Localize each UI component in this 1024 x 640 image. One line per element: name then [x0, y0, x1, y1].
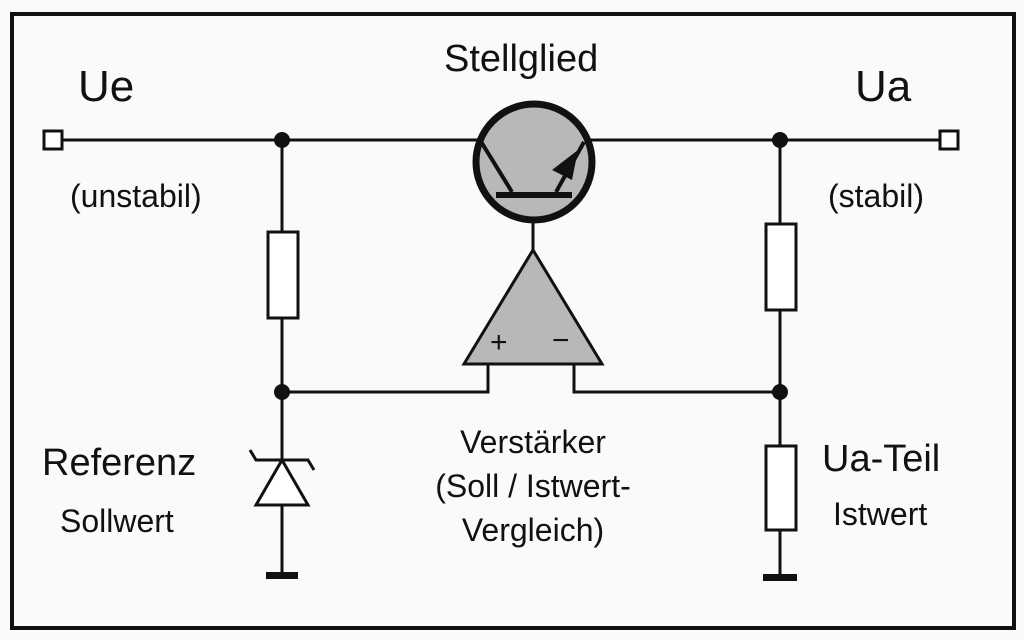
- sollwert-label: Sollwert: [60, 503, 174, 539]
- ua-teil-label: Ua-Teil: [822, 438, 941, 480]
- verstaerker-line-1: Verstärker: [460, 424, 606, 460]
- plus-input-wire: [282, 364, 490, 394]
- opamp-minus-sign: −: [552, 324, 570, 357]
- junction-dot: [274, 132, 290, 148]
- left-ground-symbol: [266, 572, 298, 579]
- transistor-circle: [472, 100, 596, 224]
- transistor-emitter-arrow: [552, 150, 578, 180]
- transistor-collector: [478, 138, 514, 194]
- opamp-triangle: [461, 247, 605, 366]
- referenz-label: Referenz: [42, 442, 197, 484]
- ue-note: (unstabil): [70, 178, 202, 214]
- ua-note: (stabil): [828, 178, 925, 214]
- verstaerker-line-2: (Soll / Istwert-: [435, 468, 631, 504]
- output-terminal: [938, 129, 960, 151]
- junction-dot: [772, 384, 788, 400]
- left-resistor: [266, 230, 300, 320]
- verstaerker-line-3: Vergleich): [461, 512, 605, 548]
- input-terminal: [42, 129, 64, 151]
- opamp-plus-sign: +: [490, 326, 508, 359]
- zener-diode-bar: [248, 449, 316, 471]
- verstaerker-label: Verstärker (Soll / Istwert- Vergleich): [410, 420, 656, 552]
- junction-dot: [274, 384, 290, 400]
- minus-input-wire: [572, 364, 780, 394]
- right-ground-symbol: [763, 574, 797, 581]
- right-upper-resistor: [764, 222, 798, 312]
- zener-diode-body: [253, 457, 311, 507]
- stellglied-label: Stellglied: [444, 38, 599, 80]
- istwert-label: Istwert: [833, 496, 928, 532]
- right-lower-resistor: [764, 444, 798, 532]
- ua-label: Ua: [855, 62, 912, 111]
- diagram-frame: [10, 12, 1016, 630]
- junction-dot: [772, 132, 788, 148]
- ue-label: Ue: [78, 62, 135, 111]
